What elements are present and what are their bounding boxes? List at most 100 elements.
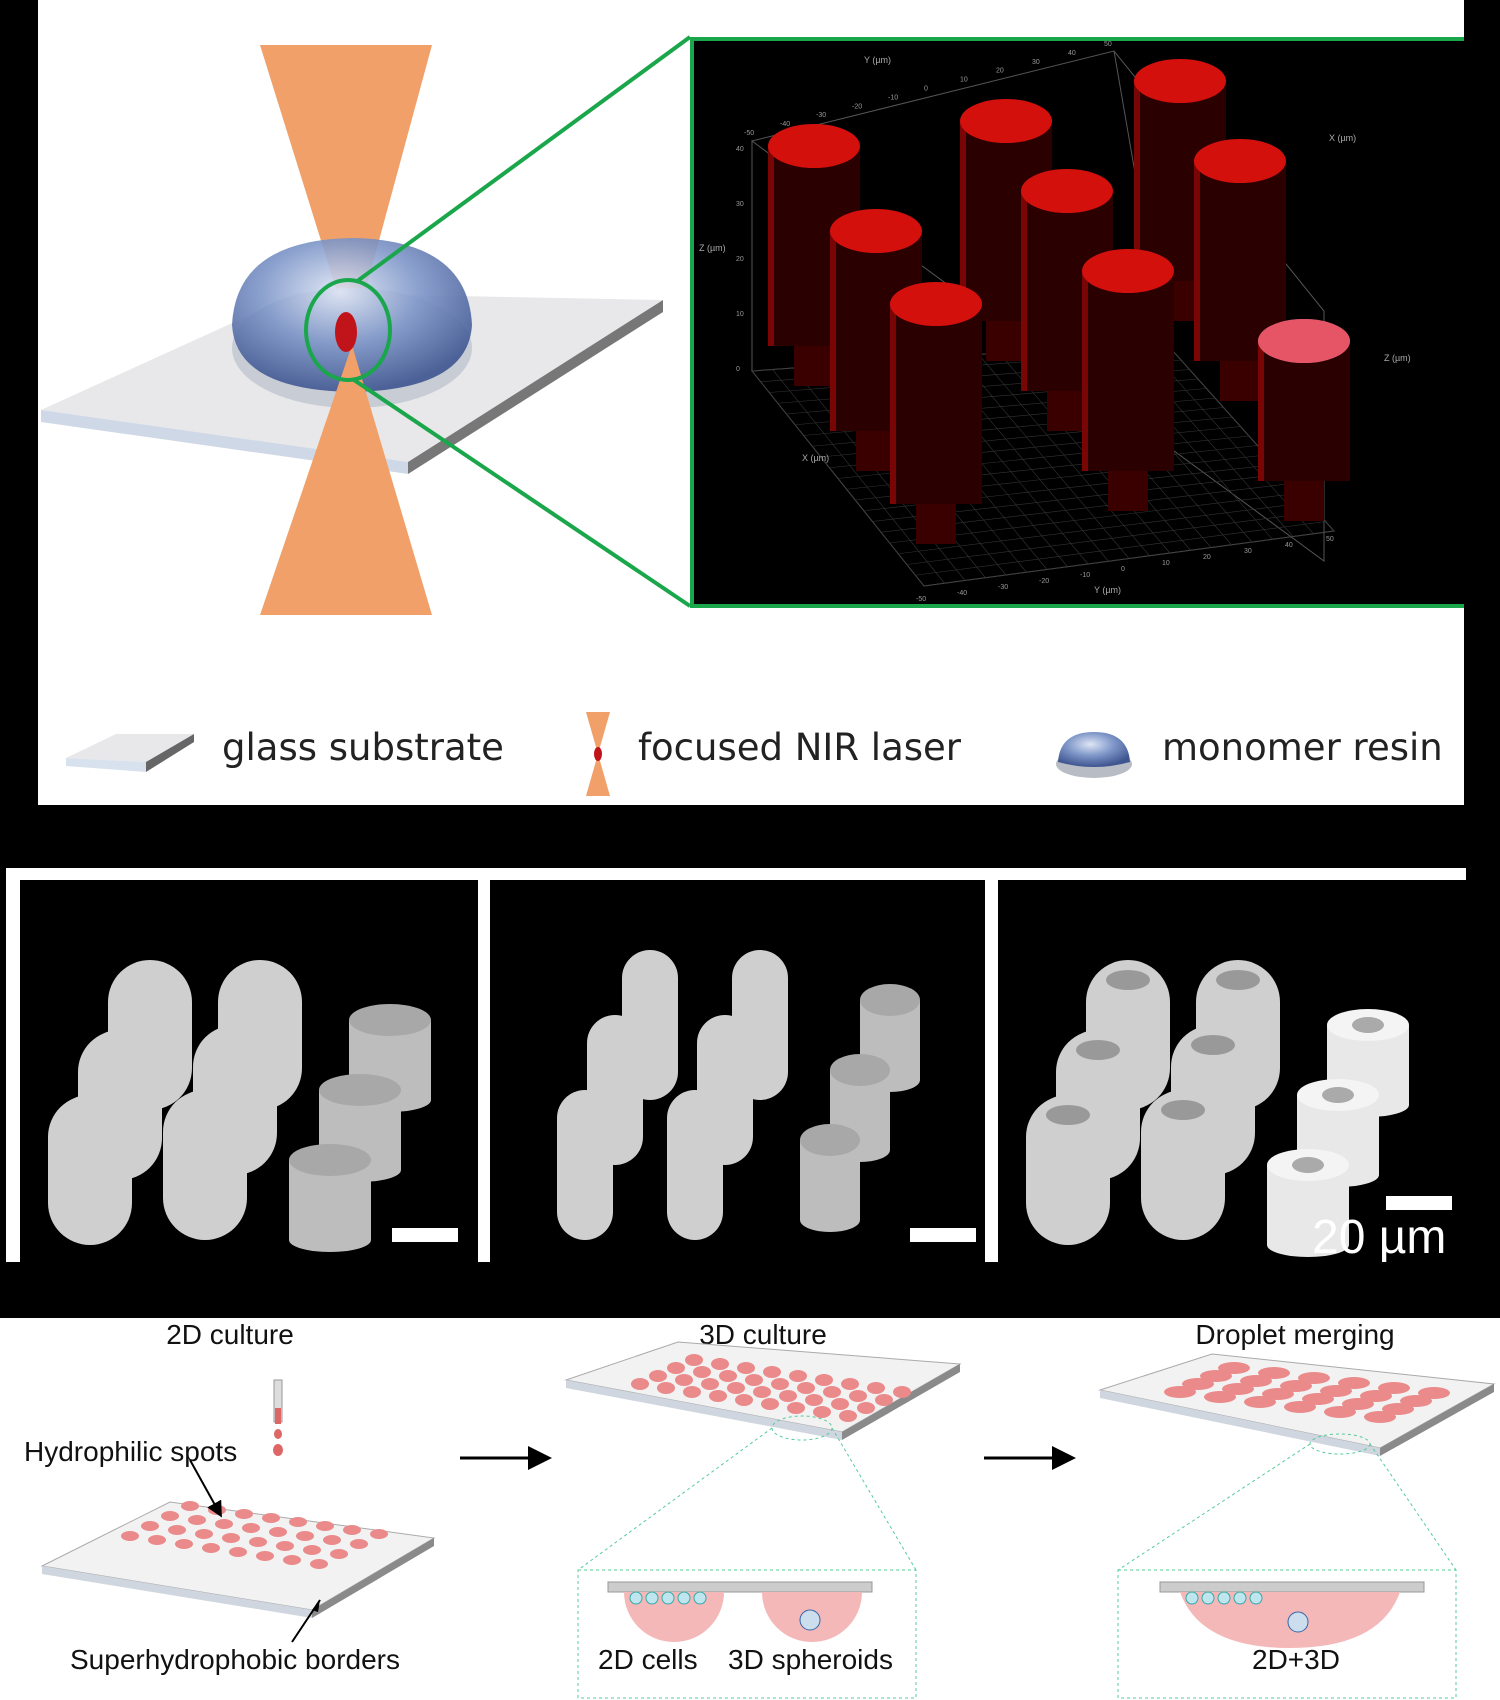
- droplet: [188, 1515, 206, 1525]
- label-hydrophilic-spots: Hydrophilic spots: [24, 1436, 238, 1467]
- legend-glass-substrate: glass substrate: [222, 726, 504, 769]
- tick-label: -40: [957, 590, 967, 597]
- laser-cone-lower: [260, 345, 432, 615]
- zoom-circle: [304, 278, 392, 382]
- droplet: [1222, 1383, 1254, 1395]
- droplet: [875, 1394, 893, 1406]
- droplet: [1324, 1406, 1356, 1418]
- micro-pillar: [1026, 1095, 1110, 1245]
- pillar: [1258, 319, 1350, 521]
- droplet: [330, 1549, 348, 1559]
- droplet: [753, 1386, 771, 1398]
- droplet: [657, 1382, 675, 1394]
- tick-label: -50: [744, 130, 754, 137]
- droplet: [168, 1525, 186, 1535]
- droplet: [1182, 1378, 1214, 1390]
- droplet: [771, 1378, 789, 1390]
- droplet: [763, 1366, 781, 1378]
- droplet: [841, 1378, 859, 1390]
- droplet: [141, 1521, 159, 1531]
- droplet: [1164, 1386, 1196, 1398]
- micro-pillar-short: [1267, 1149, 1349, 1257]
- monomer-resin-droplet: [232, 238, 472, 392]
- micrograph-pillars-star: [490, 880, 985, 1262]
- droplet: [262, 1513, 280, 1523]
- tick-label: -40: [780, 121, 790, 128]
- droplet: [1240, 1375, 1272, 1387]
- label-2d-cells: 2D cells: [598, 1644, 698, 1675]
- scale-bar: [1386, 1196, 1452, 1210]
- droplet: [175, 1539, 193, 1549]
- micrograph-pillars-hollow: 20 µm: [998, 880, 1466, 1262]
- droplet: [649, 1370, 667, 1382]
- focused-laser-icon: [586, 712, 610, 796]
- droplet: [1298, 1372, 1330, 1384]
- tick-label: -50: [916, 596, 926, 603]
- droplet: [269, 1527, 287, 1537]
- droplet: [1218, 1362, 1250, 1374]
- droplet: [215, 1519, 233, 1529]
- droplet: [1258, 1367, 1290, 1379]
- y-axis-label-top: Y (µm): [864, 55, 891, 65]
- tick-label: 30: [1244, 548, 1252, 555]
- tick-label: 0: [736, 366, 740, 373]
- droplet: [1338, 1377, 1370, 1389]
- droplet: [249, 1537, 267, 1547]
- droplet: [719, 1370, 737, 1382]
- droplet: [857, 1402, 875, 1414]
- tick-label: 30: [736, 201, 744, 208]
- droplet: [235, 1509, 253, 1519]
- inset-3d: [577, 1569, 917, 1699]
- droplet: [1418, 1387, 1450, 1399]
- droplet: [849, 1390, 867, 1402]
- y-axis-label-bottom: Y (µm): [1094, 585, 1121, 595]
- tick-label: 20: [1203, 554, 1211, 561]
- tick-label: -30: [998, 584, 1008, 591]
- droplet: [1302, 1393, 1334, 1405]
- micro-pillar: [1141, 1090, 1225, 1240]
- 3d-pillar-design-plot: Y (µm) Z (µm) X (µm) X (µm) Y (µm) Z (µm…: [690, 37, 1464, 608]
- micro-pillar: [557, 1090, 613, 1240]
- droplet: [148, 1535, 166, 1545]
- droplet: [737, 1362, 755, 1374]
- droplet: [815, 1374, 833, 1386]
- droplet: [310, 1559, 328, 1569]
- tick-label: 10: [736, 311, 744, 318]
- tick-label: 0: [1121, 566, 1125, 573]
- droplet: [296, 1531, 314, 1541]
- tick-label: 40: [736, 146, 744, 153]
- workflow-illustration: [40, 1341, 1496, 1699]
- tick-label: 10: [960, 77, 968, 84]
- droplet: [823, 1386, 841, 1398]
- micro-pillar: [667, 1090, 723, 1240]
- droplet: [256, 1551, 274, 1561]
- z-axis-label-right: Z (µm): [1384, 353, 1411, 363]
- droplet: [1382, 1403, 1414, 1415]
- droplet: [181, 1501, 199, 1511]
- droplet: [1244, 1396, 1276, 1408]
- droplet: [1284, 1401, 1316, 1413]
- droplet: [1400, 1395, 1432, 1407]
- micro-pillar-short: [860, 984, 920, 1092]
- laser-cone-upper: [260, 45, 432, 340]
- tick-label: 20: [996, 68, 1004, 75]
- droplet: [121, 1531, 139, 1541]
- z-axis-label-left: Z (µm): [699, 243, 726, 253]
- tick-label: -20: [1039, 578, 1049, 585]
- micro-pillar-short: [800, 1124, 860, 1232]
- micrograph-pillars-smooth: [20, 880, 478, 1262]
- droplet: [283, 1555, 301, 1565]
- droplet: [1280, 1380, 1312, 1392]
- droplet: [711, 1358, 729, 1370]
- droplet: [787, 1402, 805, 1414]
- droplet: [813, 1406, 831, 1418]
- title-2d-culture: 2D culture: [166, 1319, 294, 1350]
- droplet: [701, 1378, 719, 1390]
- droplet: [779, 1390, 797, 1402]
- tick-label: 30: [1032, 59, 1040, 66]
- label-superhydrophobic-borders: Superhydrophobic borders: [70, 1644, 400, 1675]
- panel-b-sem-images: 20 µm: [6, 868, 1466, 1262]
- scale-bar: [910, 1228, 976, 1242]
- droplet: [693, 1366, 711, 1378]
- micro-pillar: [163, 1090, 247, 1240]
